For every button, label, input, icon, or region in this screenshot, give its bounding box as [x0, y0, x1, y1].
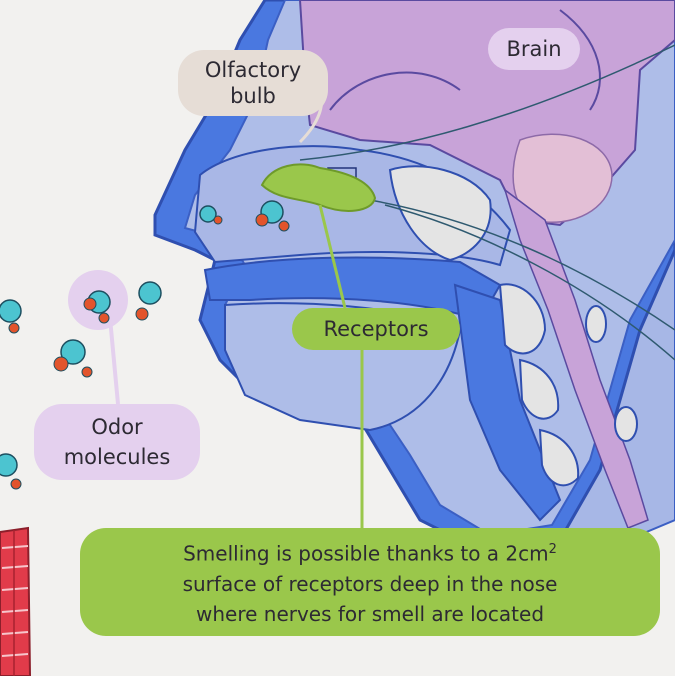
vertebra [585, 305, 607, 343]
caption-box: Smelling is possible thanks to a 2cm2 su… [80, 528, 660, 636]
caption-line1-text: Smelling is possible thanks to a 2cm [183, 541, 549, 566]
odor-molecules-label-line2: molecules [63, 445, 171, 469]
brain-fold [329, 71, 461, 111]
caption-line1: Smelling is possible thanks to a 2cm2 [183, 535, 558, 569]
receptors-label: Receptors [292, 308, 460, 350]
scarf [0, 526, 32, 676]
vertebra [614, 406, 638, 442]
brain-stem [503, 188, 649, 529]
odor-molecules-label-line1: Odor [91, 415, 143, 439]
nerve-line [384, 204, 675, 361]
pointer-odor [108, 317, 120, 405]
receptor-area [260, 163, 377, 212]
nerve-line [299, 44, 675, 161]
nerve-line [369, 199, 675, 331]
molecule [199, 205, 223, 225]
cerebellum [512, 133, 613, 224]
olfactory-bulb-label-line1: Olfactory [204, 58, 302, 82]
molecule [0, 453, 22, 490]
skull-bone [388, 165, 492, 262]
odor-molecules-label: Odor molecules [34, 404, 200, 480]
molecule [0, 299, 22, 334]
molecule [83, 290, 111, 324]
caption-superscript: 2 [548, 542, 557, 558]
vertebra [538, 428, 580, 487]
vertebra [498, 283, 547, 355]
caption-line3: where nerves for smell are located [195, 601, 545, 626]
caption-line2: surface of receptors deep in the nose [182, 571, 558, 596]
olfactory-bulb-label-line2: bulb [230, 84, 276, 108]
pointer-receptors [318, 204, 347, 309]
molecule [53, 339, 93, 378]
brain-fold [559, 9, 601, 111]
olfactory-bulb-label: Olfactory bulb [178, 50, 328, 116]
molecule [255, 200, 290, 232]
molecule [135, 281, 162, 321]
vertebra [518, 358, 560, 420]
brain-label: Brain [488, 28, 580, 70]
